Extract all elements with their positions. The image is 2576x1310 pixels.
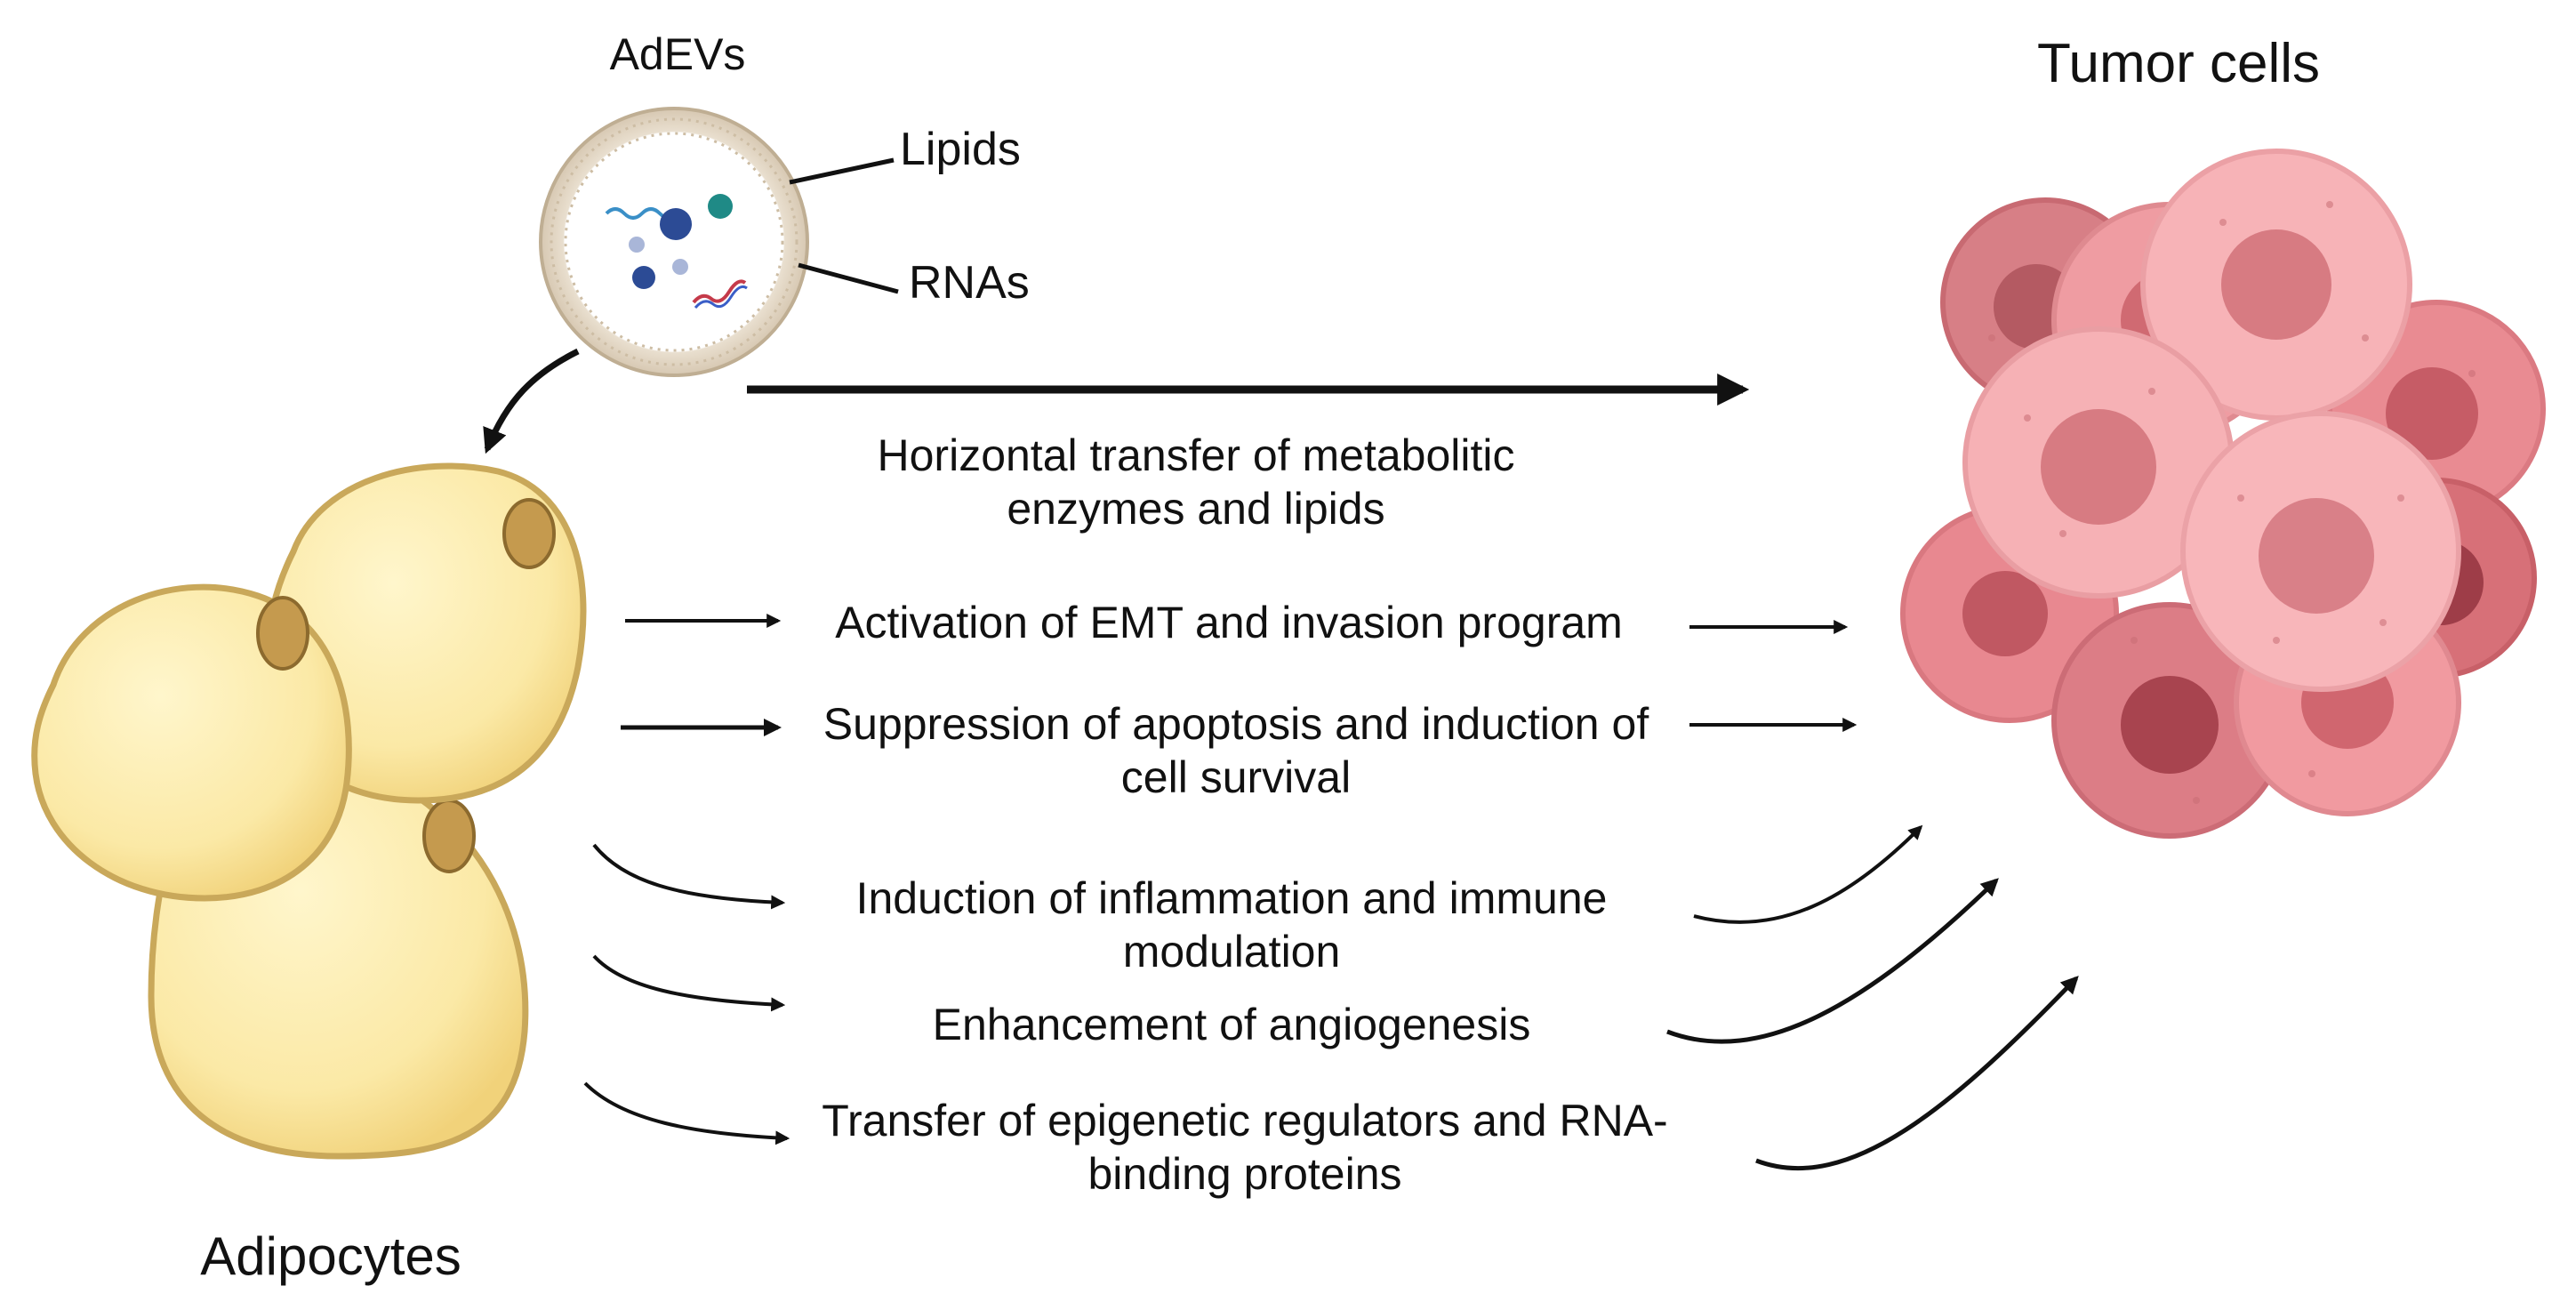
adipocyte-cluster (31, 462, 587, 1160)
adevs-label: AdEVs (609, 29, 746, 79)
mechanism-angiogenesis: Enhancement of angiogenesis (932, 1000, 1531, 1049)
mechanism-emt-activation: Activation of EMT and invasion program (835, 598, 1623, 647)
lipids-label: Lipids (900, 124, 1021, 175)
mechanism-epigenetic-transfer: Transfer of epigenetic regulators and RN… (822, 1096, 1668, 1199)
rnas-label: RNAs (909, 257, 1030, 309)
vesicle-to-adipocyte-arrow (483, 348, 580, 454)
epigenetic-right-arrow (1755, 976, 2079, 1171)
rna-strand-icon (692, 279, 747, 304)
tumor-cells-label: Tumor cells (2036, 33, 2321, 94)
inflammation-right-arrow (1693, 824, 1923, 924)
lipids-leader-line (789, 157, 895, 185)
adev-vesicle (539, 107, 809, 377)
rnas-leader-line (798, 262, 899, 294)
angiogenesis-right-arrow (1666, 878, 1999, 1044)
adipocytes-label: Adipocytes (200, 1226, 461, 1286)
tumor-cell-cluster (1900, 149, 2546, 839)
inflammation-left-arrow (592, 843, 786, 910)
angiogenesis-left-arrow (592, 954, 786, 1012)
epigenetic-left-arrow (583, 1081, 790, 1145)
mechanism-apoptosis-suppression: Suppression of apoptosis and induction o… (823, 699, 1649, 802)
